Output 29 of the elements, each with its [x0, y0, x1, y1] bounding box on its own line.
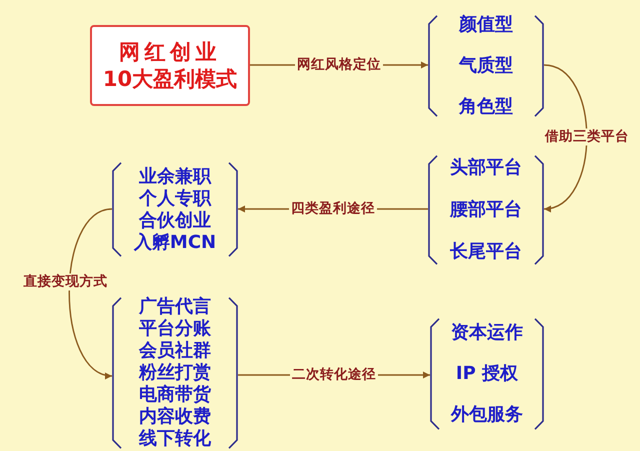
- title-text: 网红创业: [118, 38, 222, 66]
- category-text: 长尾平台: [450, 241, 522, 263]
- title-box: [90, 25, 250, 106]
- category-text: 外包服务: [451, 404, 523, 426]
- edge-label: 直接变现方式: [21, 273, 110, 290]
- category-text: 平台分账: [139, 318, 211, 340]
- connector-arrow: [544, 64, 588, 211]
- category-text: 会员社群: [139, 340, 211, 362]
- edge-label: 网红风格定位: [295, 56, 383, 74]
- category-text: 腰部平台: [450, 199, 522, 221]
- edge-label: 四类盈利途径: [289, 200, 377, 218]
- category-text: 粉丝打赏: [139, 362, 211, 384]
- category-text: IP 授权: [456, 363, 518, 385]
- category-text: 业余兼职: [139, 166, 211, 188]
- category-text: 内容收费: [139, 406, 211, 428]
- category-text: 头部平台: [450, 157, 522, 179]
- category-text: 广告代言: [139, 296, 211, 318]
- category-text: 合伙创业: [139, 210, 211, 232]
- category-text: 线下转化: [139, 428, 211, 450]
- category-text: 颜值型: [459, 14, 513, 36]
- category-text: 资本运作: [451, 322, 523, 344]
- title-text: 10大盈利模式: [102, 66, 238, 92]
- category-text: 个人专职: [139, 188, 211, 210]
- category-text: 入孵MCN: [134, 232, 216, 254]
- edge-label: 二次转化途径: [290, 366, 378, 384]
- category-text: 角色型: [459, 96, 513, 118]
- connector-arrow: [68, 208, 112, 378]
- category-text: 气质型: [459, 55, 513, 77]
- category-text: 电商带货: [139, 384, 211, 406]
